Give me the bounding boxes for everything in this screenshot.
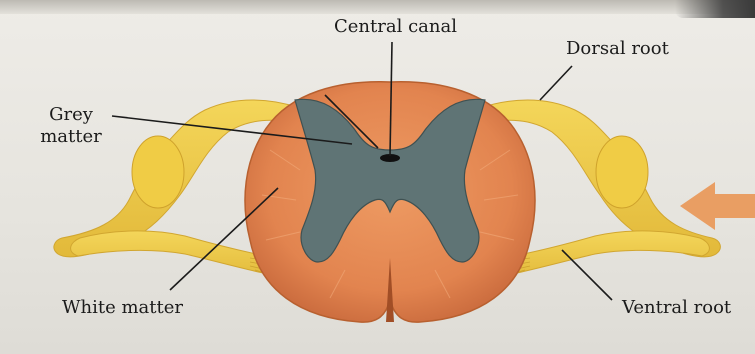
- white-matter-label: White matter: [62, 297, 183, 319]
- direction-arrow: [680, 182, 755, 230]
- right-dorsal-root-ganglion: [596, 136, 648, 208]
- leader-ventral-root: [562, 250, 612, 300]
- grey-matter-label-line1: Grey: [36, 104, 106, 126]
- leader-dorsal-root: [540, 66, 572, 100]
- ventral-root-label: Ventral root: [622, 297, 731, 319]
- grey-matter-label-line2: matter: [36, 126, 106, 148]
- dorsal-root-label: Dorsal root: [566, 38, 669, 60]
- central-canal-label: Central canal: [334, 16, 457, 38]
- grey-matter-label: Grey matter: [36, 104, 106, 148]
- left-dorsal-root-ganglion: [132, 136, 184, 208]
